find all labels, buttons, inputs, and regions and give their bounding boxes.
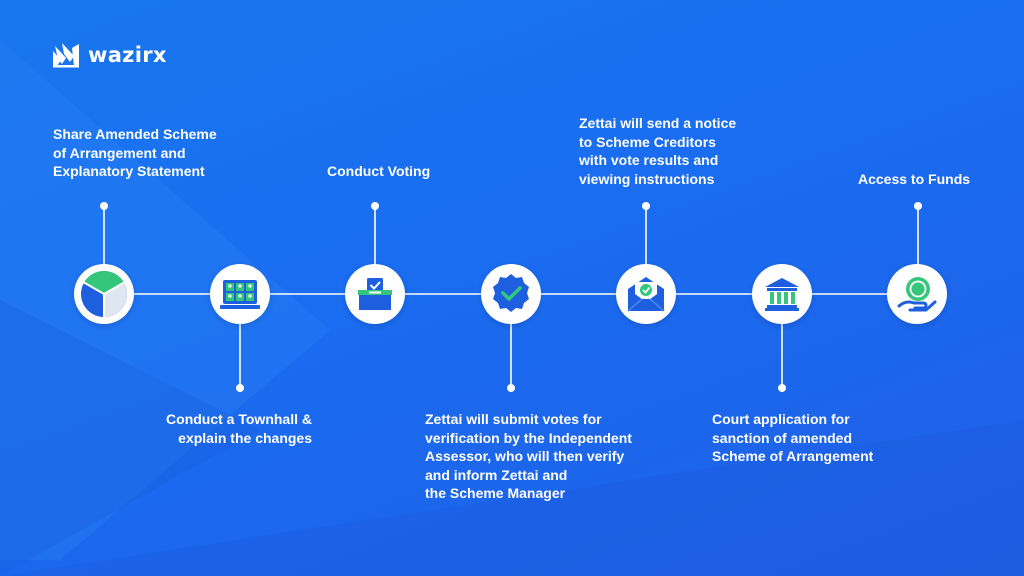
step-2-node[interactable] — [210, 264, 270, 324]
townhall-video-icon — [220, 280, 260, 309]
funds-hand-coin-icon — [897, 277, 937, 312]
step-3-label: Conduct Voting — [327, 163, 431, 179]
step-3-dot — [371, 202, 379, 210]
verified-badge-icon — [493, 274, 529, 312]
step-3-node[interactable] — [345, 264, 405, 324]
step-3-connector — [374, 207, 376, 293]
step-2-label: Conduct a Townhall & explain the changes — [166, 411, 312, 446]
mail-check-icon — [627, 277, 665, 312]
step-4-node[interactable] — [481, 264, 541, 324]
ballot-box-icon — [358, 278, 392, 310]
step-1-dot — [100, 202, 108, 210]
step-7-node[interactable] — [887, 264, 947, 324]
step-7-dot — [914, 202, 922, 210]
pie-chart-icon — [81, 271, 127, 317]
wazirx-logo-icon — [53, 43, 79, 68]
wazirx-logo[interactable]: wazirx — [52, 42, 167, 68]
step-1-node[interactable] — [74, 264, 134, 324]
step-2-connector — [239, 294, 241, 386]
step-6-label: Court application for sanction of amende… — [712, 411, 874, 464]
step-6-dot — [778, 384, 786, 392]
step-5-label: Zettai will send a notice to Scheme Cred… — [579, 115, 737, 187]
step-5-node[interactable] — [616, 264, 676, 324]
step-7-label: Access to Funds — [858, 171, 971, 187]
step-4-connector — [510, 294, 512, 386]
court-building-icon — [765, 278, 799, 311]
step-5-connector — [645, 207, 647, 293]
step-4-label: Zettai will submit votes for verificatio… — [425, 411, 632, 501]
step-1-label: Share Amended Scheme of Arrangement and … — [53, 126, 217, 179]
step-6-node[interactable] — [752, 264, 812, 324]
step-6-connector — [781, 294, 783, 386]
step-7-connector — [917, 207, 919, 293]
brand-name: wazirx — [88, 43, 167, 67]
step-4-dot — [507, 384, 515, 392]
step-5-dot — [642, 202, 650, 210]
step-2-dot — [236, 384, 244, 392]
step-1-connector — [103, 207, 105, 293]
